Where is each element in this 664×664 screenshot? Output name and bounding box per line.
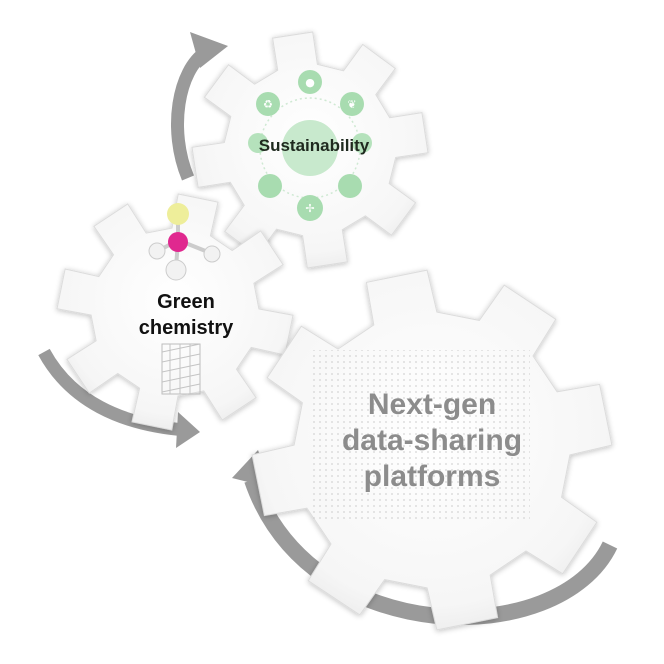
leaf-icon (340, 92, 364, 116)
svg-text:❦: ❦ (347, 98, 356, 111)
green-chemistry-label-line2: chemistry (139, 317, 234, 339)
svg-text:♻: ♻ (263, 98, 273, 111)
svg-text:✢: ✢ (305, 202, 314, 215)
data-sharing-label-line3: platforms (364, 460, 501, 493)
gear-chemistry-outline (56, 193, 294, 431)
data-sharing-label-line2: data-sharing (342, 424, 522, 457)
water-drop-icon (298, 70, 322, 94)
solar-panel-icon (248, 133, 268, 153)
sustainability-icon-ring: ♻ ● ❦ ✢ (248, 70, 372, 221)
landscape-icon (338, 174, 362, 198)
green-chemistry-label-line1: Green (157, 291, 215, 313)
eco-cycle-icon (352, 133, 372, 153)
sustainability-label: Sustainability (259, 136, 370, 155)
gear-green-chemistry (56, 193, 294, 431)
molecule-icon (148, 203, 221, 281)
data-sharing-label-line1: Next-gen (368, 388, 496, 421)
lightbulb-icon (258, 174, 282, 198)
arrow-head-data-sharing-icon (176, 412, 200, 448)
arrow-to-sustainability (171, 46, 210, 181)
wind-turbine-icon (297, 195, 323, 221)
arrow-head-sustainability-icon (190, 32, 228, 68)
data-texture (310, 350, 530, 520)
recycle-icon (256, 92, 280, 116)
svg-text:●: ● (305, 76, 315, 89)
nanotube-icon (161, 343, 201, 395)
globe-icon (282, 120, 338, 176)
